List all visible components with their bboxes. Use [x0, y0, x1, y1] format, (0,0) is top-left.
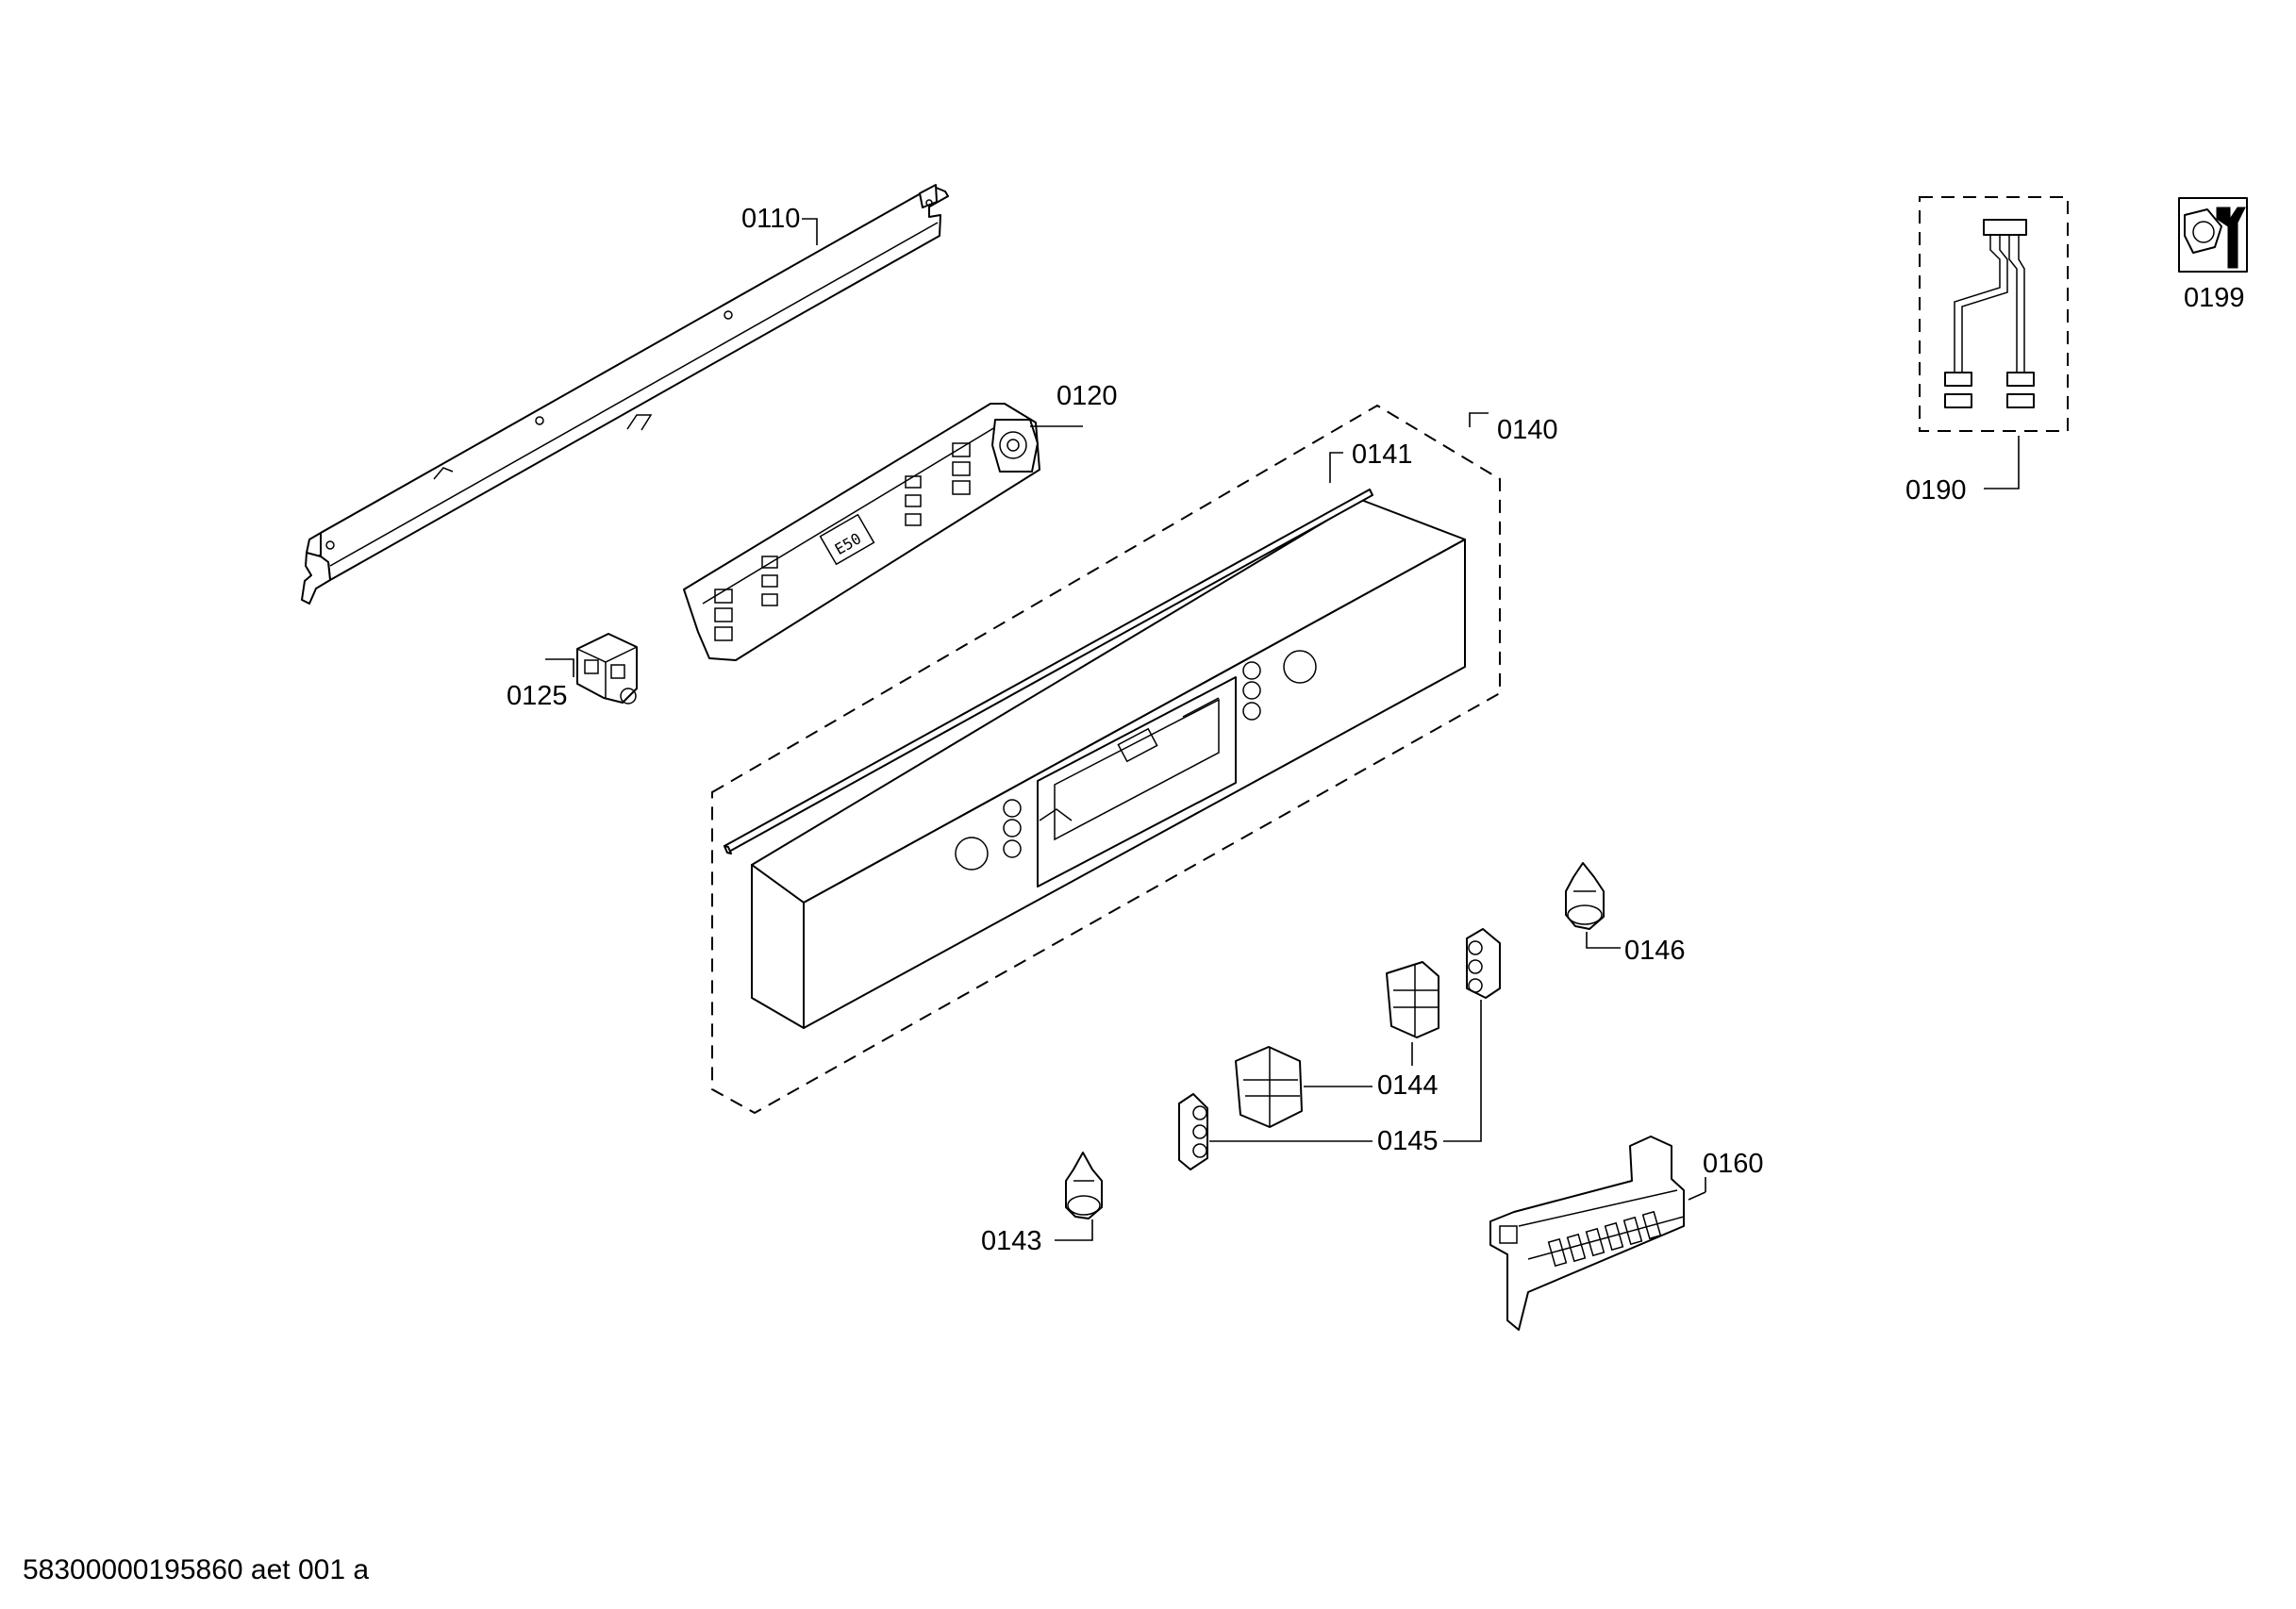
leader-0141: 0141 — [1329, 440, 1413, 483]
part-0145-caps-a[interactable] — [1178, 1093, 1208, 1170]
label-0145: 0145 — [1377, 1126, 1439, 1156]
leader-0110: 0110 — [741, 204, 818, 245]
label-0190: 0190 — [1905, 475, 1967, 506]
label-0199: 0199 — [2184, 283, 2245, 313]
part-0190-wiring-harness[interactable] — [1944, 219, 2035, 408]
part-0125-clip[interactable] — [576, 633, 638, 705]
label-0140: 0140 — [1497, 415, 1558, 445]
label-0120: 0120 — [1056, 381, 1118, 411]
part-0120-control-module[interactable]: E50 — [683, 403, 1040, 661]
label-0160: 0160 — [1703, 1149, 1764, 1179]
leader-0160: 0160 — [1688, 1149, 1764, 1201]
assembly-0140-outline — [711, 404, 1501, 1115]
leader-0190: 0190 — [1905, 436, 2020, 506]
label-0141: 0141 — [1352, 440, 1413, 470]
leader-0144: 0144 — [1304, 1042, 1439, 1101]
label-0110: 0110 — [741, 204, 800, 234]
label-0144: 0144 — [1377, 1070, 1439, 1101]
leader-0145: 0145 — [1209, 1000, 1482, 1156]
leader-0125: 0125 — [507, 658, 574, 711]
part-0144-button-block-b[interactable] — [1386, 961, 1439, 1038]
assembly-0190-outline — [1919, 196, 2069, 432]
label-0146: 0146 — [1624, 936, 1686, 966]
part-0143-knob[interactable] — [1065, 1152, 1103, 1219]
leader-0146: 0146 — [1586, 932, 1686, 966]
part-0199-tool-icon[interactable] — [2178, 197, 2248, 273]
part-0141-seal-strip[interactable] — [724, 489, 1373, 854]
label-0143: 0143 — [981, 1226, 1042, 1256]
leader-0143: 0143 — [981, 1219, 1093, 1256]
leader-0140: 0140 — [1469, 412, 1558, 445]
part-0146-knob[interactable] — [1565, 862, 1605, 930]
leader-0120: 0120 — [1030, 381, 1118, 427]
part-0145-caps-b[interactable] — [1466, 928, 1501, 999]
part-0140-front-panel[interactable] — [751, 499, 1466, 1029]
label-0125: 0125 — [507, 681, 568, 711]
part-0160-terminal-bracket[interactable] — [1489, 1136, 1685, 1331]
drawing-code: 58300000195860 aet 001 a — [23, 1554, 370, 1585]
part-0110-rail[interactable] — [301, 184, 949, 605]
part-0144-button-block-a[interactable] — [1235, 1046, 1303, 1128]
